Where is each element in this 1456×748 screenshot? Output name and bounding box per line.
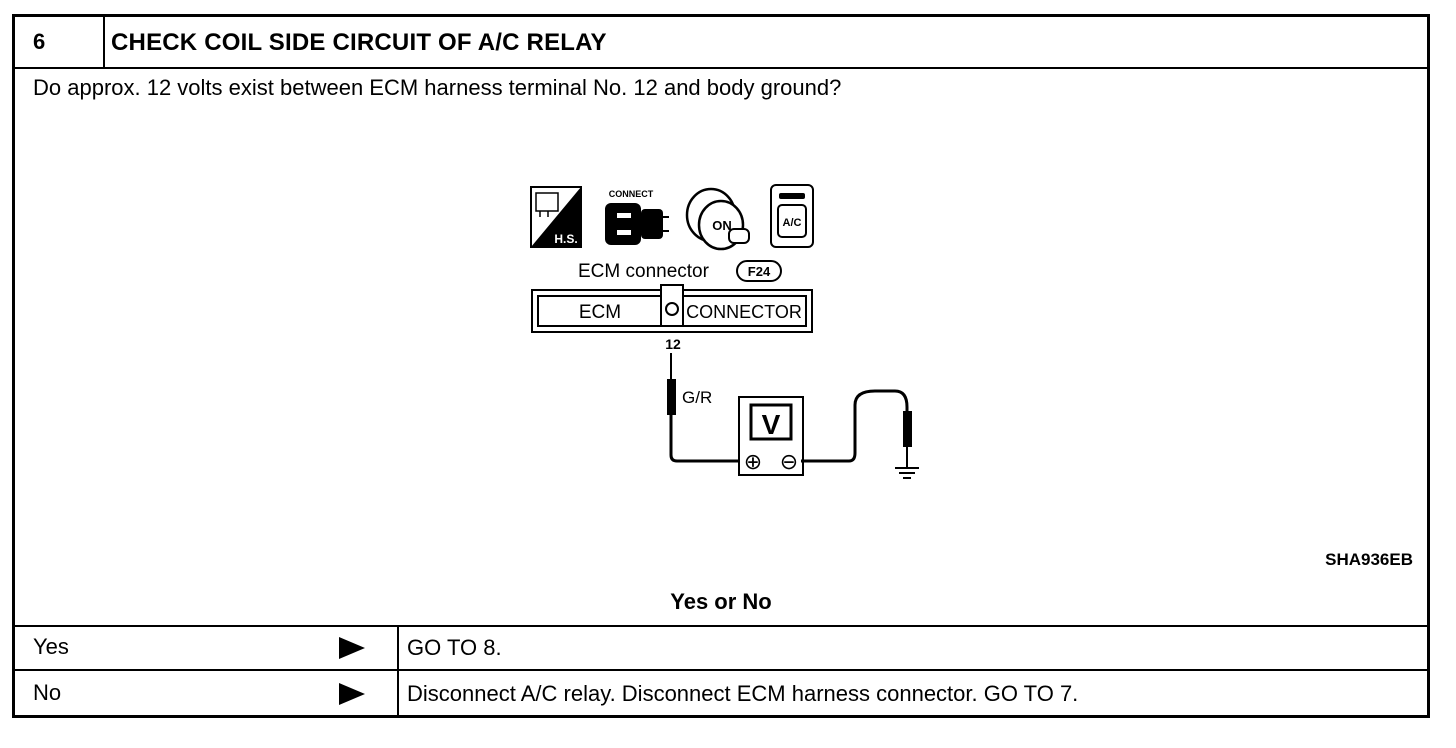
ignition-on-label: ON bbox=[712, 218, 732, 233]
answer-action-yes: GO TO 8. bbox=[407, 635, 502, 660]
column-divider bbox=[397, 627, 399, 669]
play-arrow-icon bbox=[339, 683, 365, 705]
answer-row-yes: Yes GO TO 8. bbox=[15, 625, 1427, 669]
answer-row-no: No Disconnect A/C relay. Disconnect ECM … bbox=[15, 669, 1427, 717]
circuit-diagram: H.S. CONNECT ON A/C ECM connector bbox=[530, 184, 919, 479]
ac-switch-label: A/C bbox=[783, 217, 802, 229]
ac-switch-icon: A/C bbox=[770, 184, 814, 248]
ignition-key-icon: ON bbox=[685, 187, 750, 251]
wire-color: G/R bbox=[682, 388, 712, 407]
column-divider bbox=[397, 671, 399, 717]
inspection-step-table: 6 CHECK COIL SIDE CIRCUIT OF A/C RELAY D… bbox=[12, 14, 1430, 718]
connector-caption: ECM connector bbox=[578, 261, 710, 282]
step-number: 6 bbox=[15, 17, 105, 67]
voltmeter: V ⊕ ⊖ bbox=[738, 396, 804, 476]
inspection-question: Do approx. 12 volts exist between ECM ha… bbox=[33, 75, 842, 100]
plus-terminal: ⊕ bbox=[744, 449, 762, 474]
ground-symbol bbox=[895, 467, 919, 479]
connector-label: CONNECTOR bbox=[686, 302, 802, 322]
connect-icon: CONNECT bbox=[605, 189, 669, 245]
connect-icon-label: CONNECT bbox=[609, 189, 654, 199]
yes-no-heading: Yes or No bbox=[670, 589, 772, 614]
play-arrow-icon bbox=[339, 637, 365, 659]
voltmeter-label: V bbox=[762, 409, 781, 440]
figure-code: SHA936EB bbox=[1325, 550, 1413, 569]
answer-label-yes: Yes bbox=[33, 634, 69, 659]
answer-action-no: Disconnect A/C relay. Disconnect ECM har… bbox=[407, 681, 1079, 706]
negative-probe bbox=[903, 411, 912, 447]
positive-probe bbox=[667, 379, 676, 415]
step-title: CHECK COIL SIDE CIRCUIT OF A/C RELAY bbox=[111, 29, 607, 56]
connector-id: F24 bbox=[748, 264, 771, 279]
answer-label-no: No bbox=[33, 680, 62, 705]
minus-terminal: ⊖ bbox=[780, 449, 798, 474]
hs-icon-label: H.S. bbox=[554, 232, 577, 246]
terminal-number: 12 bbox=[665, 336, 681, 352]
step-header-row: 6 CHECK COIL SIDE CIRCUIT OF A/C RELAY bbox=[15, 17, 1427, 69]
harness-sensor-icon: H.S. bbox=[530, 186, 582, 248]
ecm-label: ECM bbox=[579, 302, 621, 323]
